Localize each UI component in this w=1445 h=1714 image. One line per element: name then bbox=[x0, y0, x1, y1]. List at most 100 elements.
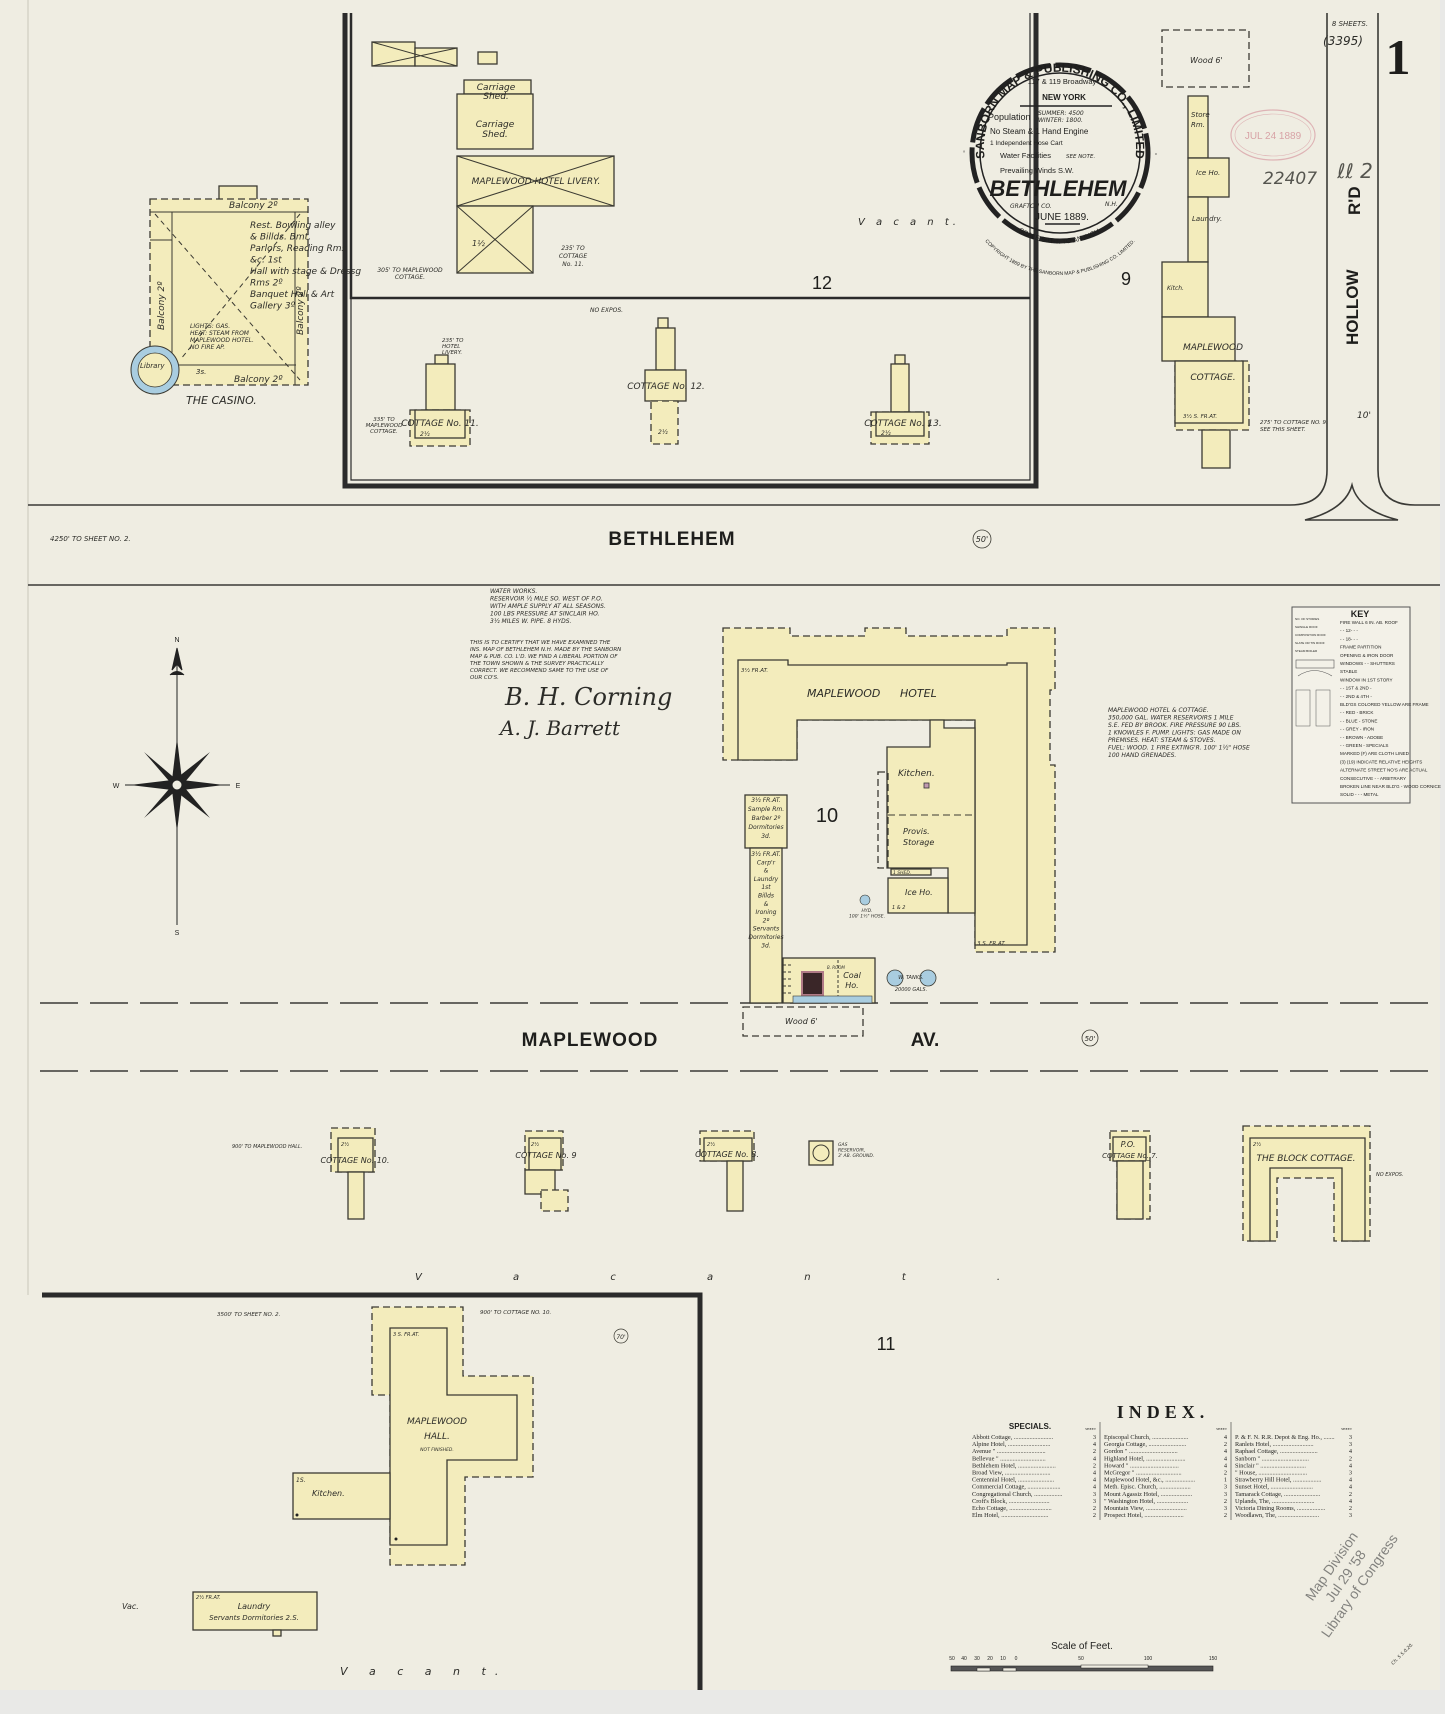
text-line: Carp'r bbox=[757, 859, 776, 866]
index-entry-name: Bellevue " ............................. bbox=[972, 1455, 1046, 1462]
scale-tick-label: 30 bbox=[974, 1656, 980, 1662]
text-line: Carriage bbox=[476, 120, 515, 130]
street-label-maplewood: MAPLEWOOD bbox=[522, 1030, 659, 1051]
text-line: COTTAGE. bbox=[395, 274, 425, 281]
index-entry-sheet: 4 bbox=[1349, 1448, 1353, 1455]
casino-name: THE CASINO. bbox=[186, 394, 257, 407]
text-line: 235' TO bbox=[561, 245, 585, 252]
index-entry-sheet: 2 bbox=[1224, 1512, 1227, 1519]
text-line: WINDOW IN 1ST STORY bbox=[1340, 677, 1393, 682]
casino-building: Balcony 2º Balcony 2º Balcony 2º Balcony… bbox=[130, 185, 361, 407]
index-sheet-header: SHEET bbox=[1216, 1427, 1228, 1431]
maplewood-cottage-distance: 275' TO COTTAGE NO. 9.SEE THIS SHEET. bbox=[1260, 420, 1328, 433]
laundry-label: Laundry bbox=[238, 1602, 271, 1611]
text-line: THIS IS TO CERTIFY THAT WE HAVE EXAMINED… bbox=[470, 640, 611, 646]
text-line: OPENING & IRON DOOR bbox=[1340, 653, 1394, 658]
index-entry-name: Avenue " ............................... bbox=[972, 1448, 1046, 1455]
text-line: - - RED - BRICK bbox=[1340, 710, 1374, 715]
seal-state: N.H. bbox=[1105, 201, 1118, 208]
index-entry-name: Victoria Dining Rooms, .................… bbox=[1235, 1505, 1326, 1512]
scale-tick-label: 10 bbox=[1000, 1656, 1006, 1662]
index-entry-sheet: 2 bbox=[1224, 1498, 1227, 1505]
index-entry-name: Centennial Hotel, ......................… bbox=[972, 1477, 1055, 1484]
text-line: CONSECUTIVE - - ARBITRARY bbox=[1340, 776, 1406, 781]
hollow-road: HOLLOW R'D 10' bbox=[1289, 13, 1416, 521]
accession-number: 22407 bbox=[1263, 169, 1317, 189]
wood-shed-label: Wood 6' bbox=[1190, 56, 1223, 65]
text-line: Laundry bbox=[754, 876, 779, 883]
text-line: RESERVOIR, bbox=[838, 1148, 865, 1154]
block-cottage: THE BLOCK COTTAGE. 2½ NO EXPOS. bbox=[1242, 1125, 1404, 1242]
elevation-marker: 70' bbox=[616, 1334, 626, 1341]
text-line: & Billds. Bmt. bbox=[250, 233, 311, 243]
seal-date: JUNE 1889. bbox=[1035, 212, 1089, 223]
boiler-room-label: B. ROOM bbox=[827, 965, 845, 970]
vacant-label-top: V a c a n t. bbox=[858, 217, 960, 228]
street-label-av: AV. bbox=[911, 1030, 940, 1051]
cottage-9-stories: 2½ bbox=[531, 1141, 539, 1148]
index-entry-name: Howard " ............................... bbox=[1104, 1462, 1179, 1469]
casino-stories: 3s. bbox=[196, 368, 206, 376]
sheets-note: 8 SHEETS. bbox=[1332, 20, 1368, 28]
maplewood-hall-distance: 900' TO MAPLEWOOD HALL. bbox=[232, 1144, 302, 1150]
cottage-7-post-office: P.O. COTTAGE No. 7. bbox=[1102, 1130, 1158, 1220]
text-line: 1st bbox=[761, 884, 771, 891]
index-entry-sheet: 3 bbox=[1224, 1505, 1227, 1512]
scale-title: Scale of Feet. bbox=[1051, 1641, 1113, 1652]
index-entry-name: Gordon " ............................... bbox=[1104, 1448, 1178, 1455]
vacant-short-label: Vac. bbox=[122, 1602, 139, 1611]
text-line: MAPLEWOOD bbox=[1183, 343, 1243, 353]
index-entry-name: Broad View, ............................… bbox=[972, 1470, 1051, 1477]
text-line: 3d. bbox=[761, 942, 771, 949]
maplewood-cottage-stories: 3½ S. FR.AT. bbox=[1183, 413, 1217, 420]
water-tanks-label: W. TANKS.20000 GALS. bbox=[895, 975, 927, 993]
text-line: BROKEN LINE NEAR BLD'G - WOOD CORNICE bbox=[1340, 784, 1441, 789]
text-line: 235' TO bbox=[442, 338, 464, 344]
text-line: W. TANKS. bbox=[898, 975, 924, 981]
index-entry-sheet: 3 bbox=[1224, 1491, 1227, 1498]
cottage-7-po-label: P.O. bbox=[1121, 1140, 1136, 1149]
text-line: NO. OF STORIES bbox=[1295, 617, 1319, 621]
seal-population-label: Population bbox=[988, 112, 1031, 122]
text-line: COTTAGE. bbox=[370, 429, 398, 435]
text-line: 2º bbox=[763, 917, 770, 924]
seal-population-winter: WINTER: 1800. bbox=[1038, 117, 1083, 124]
index-entry-sheet: 4 bbox=[1224, 1434, 1228, 1441]
index-entry-name: Highland Hotel, ........................… bbox=[1104, 1455, 1186, 1462]
key-title: KEY bbox=[1351, 609, 1370, 619]
text-line: &c. 1st bbox=[250, 256, 282, 266]
index-entry-sheet: 4 bbox=[1093, 1455, 1097, 1462]
seal-hose: 1 Independent Hose Cart bbox=[990, 140, 1063, 147]
sheet-2-distance: 3500' TO SHEET NO. 2. bbox=[217, 1312, 281, 1318]
maplewood-hall-stories: 3 S. FR.AT. bbox=[393, 1332, 419, 1338]
index-entry-sheet: 2 bbox=[1224, 1441, 1227, 1448]
text-line: & bbox=[764, 868, 769, 875]
cottage-7-label: COTTAGE No. 7. bbox=[1102, 1152, 1158, 1160]
text-line: Rest. Bowling alley bbox=[250, 221, 336, 231]
scale-tick-label: 40 bbox=[961, 1656, 967, 1662]
text-line: FRAME PARTITION bbox=[1340, 645, 1381, 650]
text-line: INS. MAP OF BETHLEHEM N.H. MADE BY THE S… bbox=[470, 647, 621, 653]
index-entry-name: Prospect Hotel, ........................… bbox=[1104, 1512, 1184, 1519]
hotel-name-1: MAPLEWOOD bbox=[807, 687, 880, 700]
laundry-dormitory: 2½ FR.AT. Laundry Servants Dormitories 2… bbox=[192, 1591, 318, 1637]
text-line: MAPLEWOOD bbox=[366, 423, 403, 429]
index-entry-sheet: 2 bbox=[1349, 1455, 1352, 1462]
text-line: 100 HAND GRENADES. bbox=[1108, 752, 1176, 759]
water-tank-icon bbox=[886, 969, 904, 987]
index-entry-sheet: 3 bbox=[1349, 1512, 1352, 1519]
text-line: GAS bbox=[838, 1142, 848, 1148]
index-entry-sheet: 3 bbox=[1093, 1434, 1096, 1441]
livery-name: MAPLEWOOD HOTEL LIVERY. bbox=[472, 177, 601, 187]
text-line: Provis. bbox=[903, 827, 930, 836]
compass-east: E bbox=[236, 783, 241, 790]
index-entry-sheet: 1 bbox=[1224, 1477, 1227, 1484]
text-line: LIGHTS: GAS. bbox=[190, 323, 230, 330]
signature-barrett: A. J. Barrett bbox=[498, 716, 621, 740]
